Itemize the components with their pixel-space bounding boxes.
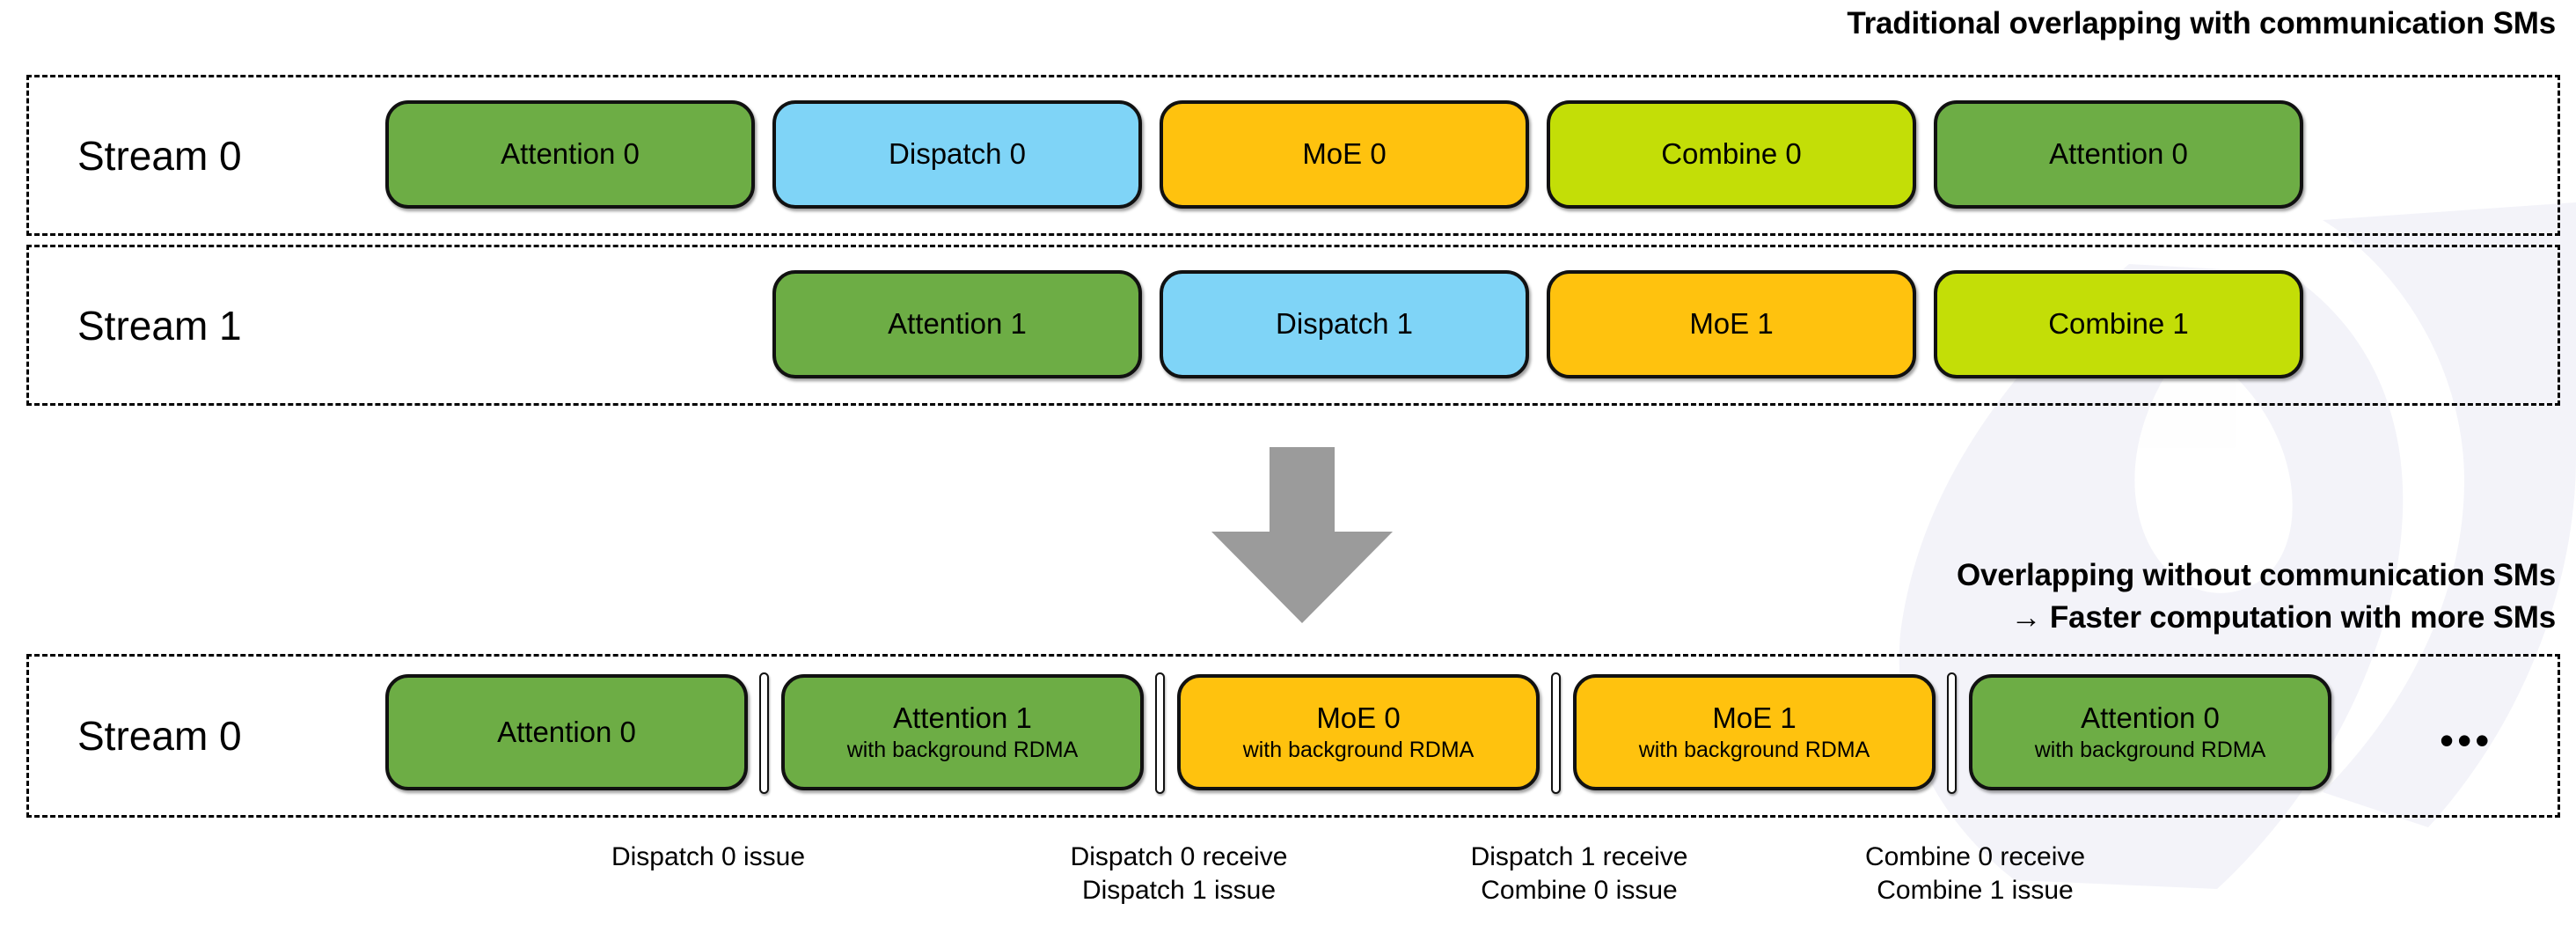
task-title: MoE 1 — [1689, 307, 1774, 341]
task-title: Attention 0 — [2081, 701, 2220, 734]
task-title: Attention 0 — [497, 715, 636, 748]
task-title: Dispatch 0 — [889, 137, 1026, 171]
task-title: Attention 1 — [893, 701, 1032, 734]
caption-line-2: Combine 1 issue — [1877, 876, 2074, 905]
task-title: Attention 0 — [501, 137, 640, 171]
task-box-attention-0-r0[interactable]: Attention 0 — [385, 100, 755, 209]
task-subtitle: with background RDMA — [1242, 738, 1475, 763]
box-separator-2 — [1155, 672, 1165, 794]
task-box-attention-1-r2[interactable]: Attention 1 with background RDMA — [781, 674, 1144, 790]
task-box-moe-1-r1[interactable]: MoE 1 — [1547, 270, 1916, 378]
caption-dispatch-0-receive: Dispatch 0 receive Dispatch 1 issue — [1003, 841, 1355, 907]
caption-line-1: Dispatch 1 receive — [1470, 842, 1688, 871]
stream-row-1: Stream 1 Attention 1 Dispatch 1 MoE 1 Co… — [26, 245, 2560, 406]
task-box-moe-0-r2[interactable]: MoE 0 with background RDMA — [1177, 674, 1540, 790]
stream-label-1: Stream 1 — [77, 302, 242, 349]
stream-label-2: Stream 0 — [77, 713, 242, 759]
box-separator-4 — [1947, 672, 1957, 794]
task-title: Combine 1 — [2048, 307, 2189, 341]
task-title: Attention 1 — [888, 307, 1027, 341]
task-box-attention-1-r1[interactable]: Attention 1 — [772, 270, 1142, 378]
task-box-combine-1-r1[interactable]: Combine 1 — [1934, 270, 2303, 378]
task-title: Combine 0 — [1661, 137, 1802, 171]
task-box-attention-0b-r0[interactable]: Attention 0 — [1934, 100, 2303, 209]
heading-line-2: → Faster computation with more SMs — [2010, 600, 2557, 635]
task-title: Attention 0 — [2049, 137, 2188, 171]
caption-line-1: Combine 0 receive — [1864, 842, 2086, 871]
caption-line-2: Dispatch 1 issue — [1081, 876, 1277, 905]
task-box-moe-0-r0[interactable]: MoE 0 — [1160, 100, 1529, 209]
stream-label-0: Stream 0 — [77, 132, 242, 179]
transition-arrow-icon — [1211, 447, 1393, 623]
caption-line-1: Dispatch 0 receive — [1070, 842, 1288, 871]
task-box-dispatch-0-r0[interactable]: Dispatch 0 — [772, 100, 1142, 209]
task-title: MoE 1 — [1712, 701, 1797, 734]
task-box-dispatch-1-r1[interactable]: Dispatch 1 — [1160, 270, 1529, 378]
task-subtitle: with background RDMA — [846, 738, 1079, 763]
task-box-attention-0-r2[interactable]: Attention 0 — [385, 674, 748, 790]
stream-row-0: Stream 0 Attention 0 Dispatch 0 MoE 0 Co… — [26, 75, 2560, 236]
row-continuation-ellipsis: ••• — [2440, 717, 2493, 763]
task-title: MoE 0 — [1316, 701, 1401, 734]
caption-dispatch-1-receive: Dispatch 1 receive Combine 0 issue — [1403, 841, 1755, 907]
heading-line-1: Overlapping without communication SMs — [1957, 558, 2556, 592]
task-box-attention-0b-r2[interactable]: Attention 0 with background RDMA — [1969, 674, 2331, 790]
caption-combine-0-receive: Combine 0 receive Combine 1 issue — [1799, 841, 2151, 907]
caption-dispatch-0-issue: Dispatch 0 issue — [545, 841, 871, 874]
caption-line-1: Dispatch 0 issue — [611, 842, 806, 871]
page-title-improved: Overlapping without communication SMs → … — [1957, 554, 2556, 639]
task-box-combine-0-r0[interactable]: Combine 0 — [1547, 100, 1916, 209]
box-separator-1 — [759, 672, 769, 794]
caption-line-2: Combine 0 issue — [1481, 876, 1678, 905]
page-title-traditional: Traditional overlapping with communicati… — [1847, 6, 2556, 40]
task-title: Dispatch 1 — [1276, 307, 1413, 341]
task-title: MoE 0 — [1302, 137, 1387, 171]
task-subtitle: with background RDMA — [1638, 738, 1870, 763]
box-separator-3 — [1551, 672, 1561, 794]
task-subtitle: with background RDMA — [2034, 738, 2266, 763]
stream-row-2: Stream 0 Attention 0 Attention 1 with ba… — [26, 654, 2560, 818]
task-box-moe-1-r2[interactable]: MoE 1 with background RDMA — [1573, 674, 1936, 790]
